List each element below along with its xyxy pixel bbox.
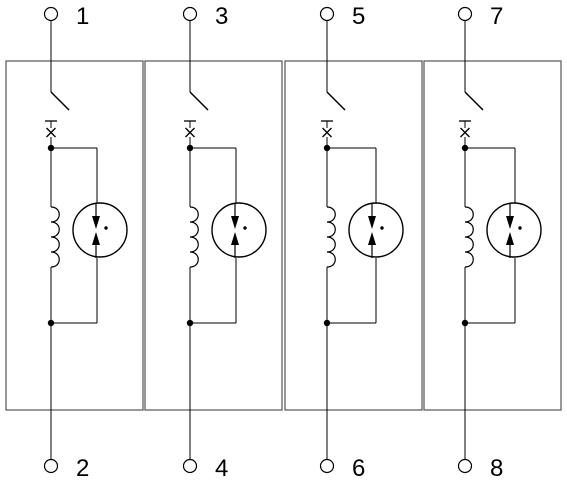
top-terminal-label: 3 <box>215 3 228 30</box>
isolator-cross <box>185 127 195 138</box>
top-terminal-circle <box>182 6 198 22</box>
bottom-terminal-label: 4 <box>215 455 228 482</box>
indicator-dot <box>104 226 108 230</box>
coil-symbol <box>326 206 336 268</box>
indicator-circle <box>72 202 128 258</box>
bottom-terminal-label: 6 <box>352 455 365 482</box>
switch-contact <box>326 91 346 111</box>
pole-module-outline <box>5 60 144 411</box>
isolator-cross <box>460 127 470 138</box>
indicator-circle <box>211 202 267 258</box>
switch-contact <box>50 91 70 111</box>
isolator-cross <box>322 127 332 138</box>
pole-4: 78 <box>423 3 562 482</box>
pole-1: 12 <box>5 3 144 482</box>
arrow-up-icon <box>92 232 100 245</box>
arrow-down-icon <box>506 216 514 229</box>
indicator-circle <box>348 202 404 258</box>
arrow-up-icon <box>368 232 376 245</box>
bottom-terminal-label: 2 <box>76 455 89 482</box>
pole-module-outline <box>284 60 423 411</box>
indicator-dot <box>380 226 384 230</box>
arrow-down-icon <box>368 216 376 229</box>
switch-contact <box>464 91 484 111</box>
bottom-terminal-circle <box>182 458 198 474</box>
pole-3: 56 <box>284 3 423 482</box>
arrow-up-icon <box>506 232 514 245</box>
indicator-dot <box>518 226 522 230</box>
indicator-circle <box>486 202 542 258</box>
top-terminal-label: 5 <box>352 3 365 30</box>
bottom-terminal-circle <box>457 458 473 474</box>
bottom-terminal-label: 8 <box>490 455 503 482</box>
top-terminal-label: 1 <box>76 3 89 30</box>
coil-symbol <box>464 206 474 268</box>
pole-module-outline <box>423 60 562 411</box>
bottom-terminal-circle <box>319 458 335 474</box>
top-terminal-circle <box>457 6 473 22</box>
pole-module-outline <box>144 60 283 411</box>
top-terminal-label: 7 <box>490 3 503 30</box>
arrow-down-icon <box>92 216 100 229</box>
bottom-terminal-circle <box>43 458 59 474</box>
isolator-cross <box>46 127 56 138</box>
coil-symbol <box>189 206 199 268</box>
coil-symbol <box>50 206 60 268</box>
indicator-dot <box>243 226 247 230</box>
arrow-down-icon <box>231 216 239 229</box>
switch-contact <box>189 91 209 111</box>
pole-2: 34 <box>144 3 283 482</box>
top-terminal-circle <box>43 6 59 22</box>
top-terminal-circle <box>319 6 335 22</box>
arrow-up-icon <box>231 232 239 245</box>
